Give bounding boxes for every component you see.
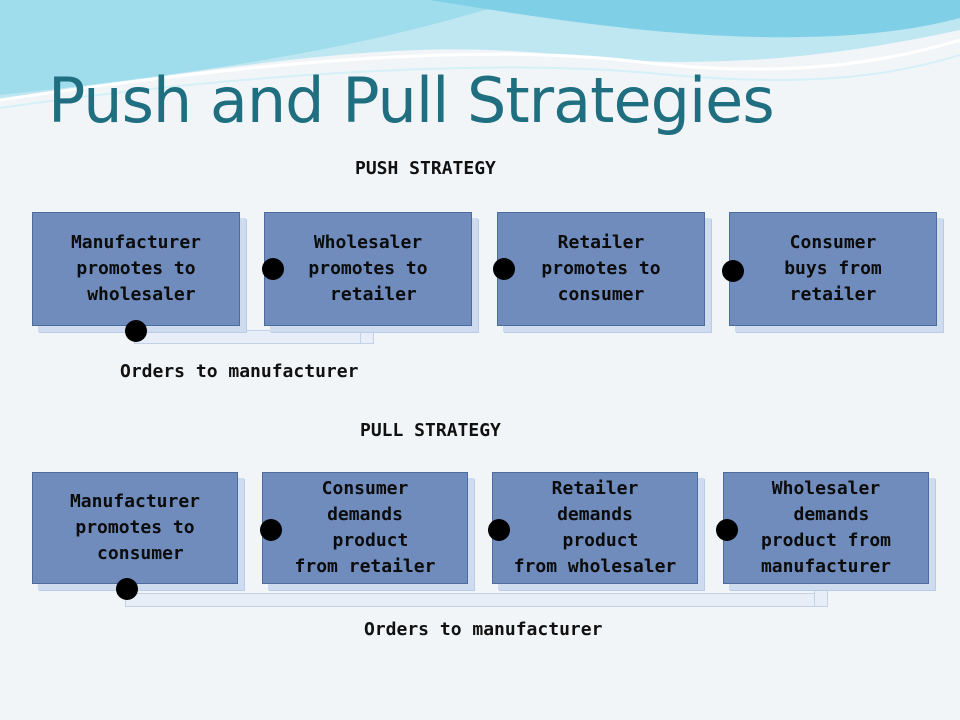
- pull-step-consumer: Consumer demands product from retailer: [262, 472, 468, 584]
- push-step-1-label: Manufacturer promotes to wholesaler: [70, 232, 202, 305]
- push-connector-dot-2: [493, 258, 515, 280]
- push-step-wholesaler: Wholesaler promotes to retailer: [264, 212, 472, 326]
- pull-step-4-label: Wholesaler demands product from manufact…: [760, 478, 892, 577]
- pull-strategy-heading: PULL STRATEGY: [360, 420, 501, 441]
- push-step-consumer: Consumer buys from retailer: [729, 212, 937, 326]
- pull-step-retailer: Retailer demands product from wholesaler: [492, 472, 698, 584]
- pull-connector-dot-1: [260, 519, 282, 541]
- pull-step-3-label: Retailer demands product from wholesaler: [513, 478, 677, 577]
- page-title: Push and Pull Strategies: [48, 64, 775, 137]
- push-connector-dot-1: [262, 258, 284, 280]
- push-strategy-heading: PUSH STRATEGY: [355, 158, 496, 179]
- pull-return-dot: [116, 578, 138, 600]
- pull-step-1-label: Manufacturer promotes to consumer: [69, 491, 201, 564]
- pull-orders-label: Orders to manufacturer: [364, 619, 603, 640]
- pull-step-manufacturer: Manufacturer promotes to consumer: [32, 472, 238, 584]
- push-step-manufacturer: Manufacturer promotes to wholesaler: [32, 212, 240, 326]
- pull-step-wholesaler: Wholesaler demands product from manufact…: [723, 472, 929, 584]
- pull-connector-dot-2: [488, 519, 510, 541]
- push-orders-label: Orders to manufacturer: [120, 361, 359, 382]
- push-return-connector: [134, 330, 368, 344]
- pull-return-connector-up: [814, 585, 828, 607]
- push-step-2-label: Wholesaler promotes to retailer: [308, 232, 428, 305]
- push-connector-dot-3: [722, 260, 744, 282]
- push-return-dot: [125, 320, 147, 342]
- push-step-4-label: Consumer buys from retailer: [784, 232, 882, 305]
- pull-connector-dot-3: [716, 519, 738, 541]
- push-step-3-label: Retailer promotes to consumer: [541, 232, 661, 305]
- pull-return-connector: [125, 593, 827, 607]
- pull-step-2-label: Consumer demands product from retailer: [294, 478, 436, 577]
- push-step-retailer: Retailer promotes to consumer: [497, 212, 705, 326]
